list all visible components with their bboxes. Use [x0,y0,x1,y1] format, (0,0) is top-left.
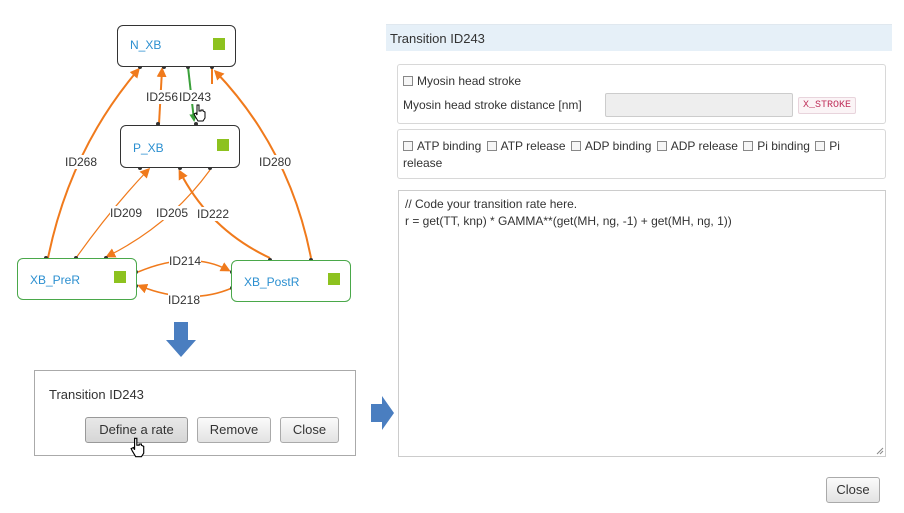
pi-release-label: Pi [829,139,840,153]
state-square-icon [114,271,126,283]
stroke-checkbox[interactable] [403,76,413,86]
node-p-xb[interactable]: P_XB [120,125,240,168]
edge-id222[interactable] [178,169,271,259]
resize-handle-icon[interactable] [876,447,884,455]
hand-cursor-icon [130,437,145,458]
edge-label-id205: ID205 [156,206,189,220]
adp-release-checkbox[interactable] [656,141,667,151]
node-xb-postr[interactable]: XB_PostR [231,260,351,302]
pi-binding-checkbox[interactable] [743,141,754,151]
edge-label-id268: ID268 [65,155,98,169]
adp-binding-checkbox[interactable] [570,141,581,151]
panel-header: Transition ID243 [386,24,892,51]
node-label: P_XB [133,141,164,155]
stroke-checkbox-label: Myosin head stroke [417,74,522,88]
stroke-distance-label: Myosin head stroke distance [nm] [403,98,582,112]
code-comment-line: // Code your transition rate here. [405,197,578,211]
flow-arrow-right-icon [371,396,394,430]
node-label: XB_PostR [244,275,300,289]
binding-checkbox-row: ATP binding ATP release ADP binding ADP … [403,139,840,153]
edge-label-id280: ID280 [259,155,292,169]
stroke-settings-box: Myosin head stroke Myosin head stroke di… [397,64,886,124]
node-n-xb[interactable]: N_XB [117,25,236,67]
x-stroke-tag: X_STROKE [798,97,857,114]
atp-release-checkbox[interactable] [486,141,497,151]
flow-arrow-down-icon [166,322,196,357]
edge-label-id214: ID214 [169,254,202,268]
pi-release-checkbox[interactable] [815,141,826,151]
panel-title: Transition ID243 [390,31,485,46]
panel-close-button[interactable]: Close [826,477,880,503]
state-square-icon [217,139,229,151]
popup-title: Transition ID243 [49,387,144,402]
edge-label-id256: ID256 [146,90,179,104]
state-square-icon [213,38,225,50]
remove-button[interactable]: Remove [197,417,271,443]
binding-options-box: ATP binding ATP release ADP binding ADP … [397,129,886,179]
node-label: XB_PreR [30,273,81,287]
node-xb-prer[interactable]: XB_PreR [17,258,137,300]
atp-binding-label: ATP binding [417,139,482,153]
state-square-icon [328,273,340,285]
edge-label-id222: ID222 [197,207,230,221]
pi-release-label-wrap: release [403,156,443,170]
atp-release-label: ATP release [500,139,566,153]
atp-binding-checkbox[interactable] [403,141,413,151]
node-label: N_XB [130,38,162,52]
stroke-distance-input[interactable] [605,93,793,117]
hand-cursor-icon [193,104,206,122]
code-rate-line: r = get(TT, knp) * GAMMA**(get(MH, ng, -… [405,214,732,228]
close-button[interactable]: Close [280,417,339,443]
rate-code-editor[interactable]: // Code your transition rate here. r = g… [398,190,886,457]
stroke-checkbox-row: Myosin head stroke [403,74,521,88]
adp-release-label: ADP release [670,139,738,153]
edge-label-id243: ID243 [179,90,212,104]
pi-binding-label: Pi binding [757,139,810,153]
adp-binding-label: ADP binding [584,139,652,153]
edge-label-id209: ID209 [110,206,143,220]
edge-label-id218: ID218 [168,293,201,307]
state-diagram: N_XB P_XB XB_PreR XB_PostR ID256 ID243 I… [0,0,370,330]
transition-rate-panel: Transition ID243 [386,24,892,513]
transition-popup: Transition ID243 Define a rate Remove Cl… [34,370,356,456]
